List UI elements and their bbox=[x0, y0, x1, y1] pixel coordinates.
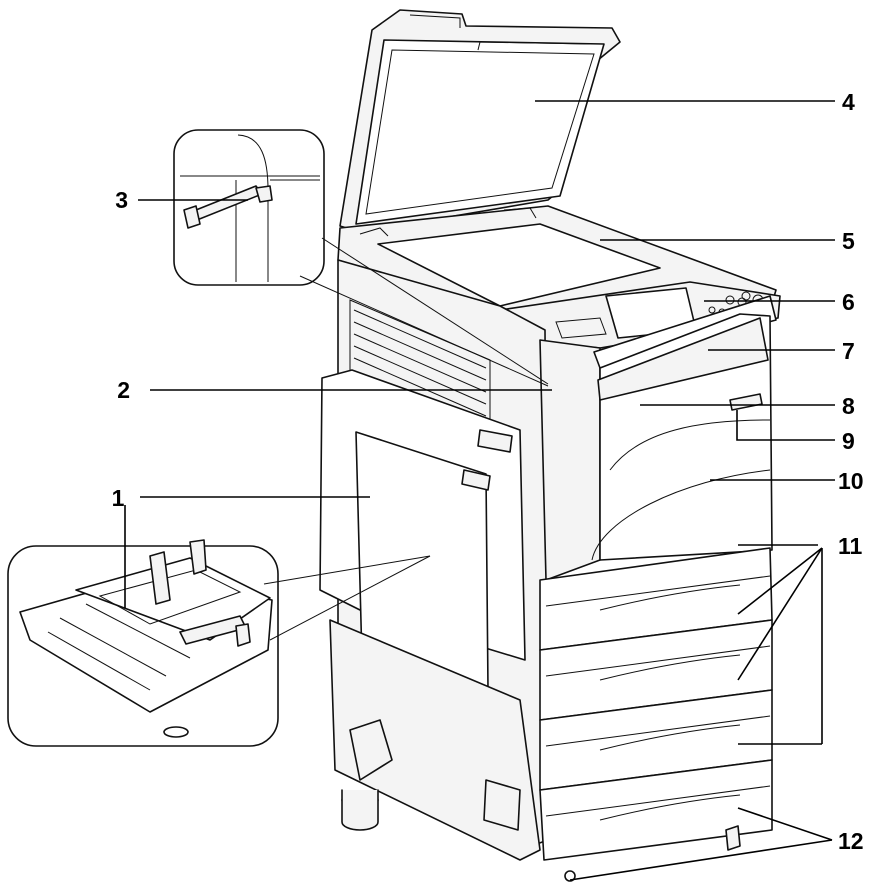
front-panel bbox=[539, 295, 777, 581]
callout-12: 12 bbox=[838, 828, 864, 854]
leader-lines bbox=[124, 100, 835, 881]
zoom-lines bbox=[263, 237, 549, 641]
inset-stylus-detail bbox=[173, 129, 325, 286]
callout-9: 9 bbox=[842, 428, 855, 454]
document-cover bbox=[339, 9, 621, 233]
callout-2: 2 bbox=[117, 377, 130, 403]
callout-6: 6 bbox=[842, 289, 855, 315]
callout-7: 7 bbox=[842, 338, 855, 364]
callout-labels: 1 2 3 4 5 6 7 8 9 10 11 12 bbox=[112, 89, 864, 854]
callout-1: 1 bbox=[112, 485, 125, 511]
callout-3: 3 bbox=[115, 187, 128, 213]
inset-bypass-tray-detail bbox=[7, 539, 279, 747]
callout-8: 8 bbox=[842, 393, 855, 419]
paper-trays bbox=[539, 547, 773, 882]
callout-11: 11 bbox=[838, 533, 863, 559]
lower-left-body bbox=[329, 619, 541, 861]
bypass-tray-door bbox=[319, 369, 526, 691]
callout-10: 10 bbox=[838, 468, 864, 494]
callout-5: 5 bbox=[842, 228, 855, 254]
callout-4: 4 bbox=[842, 89, 855, 115]
